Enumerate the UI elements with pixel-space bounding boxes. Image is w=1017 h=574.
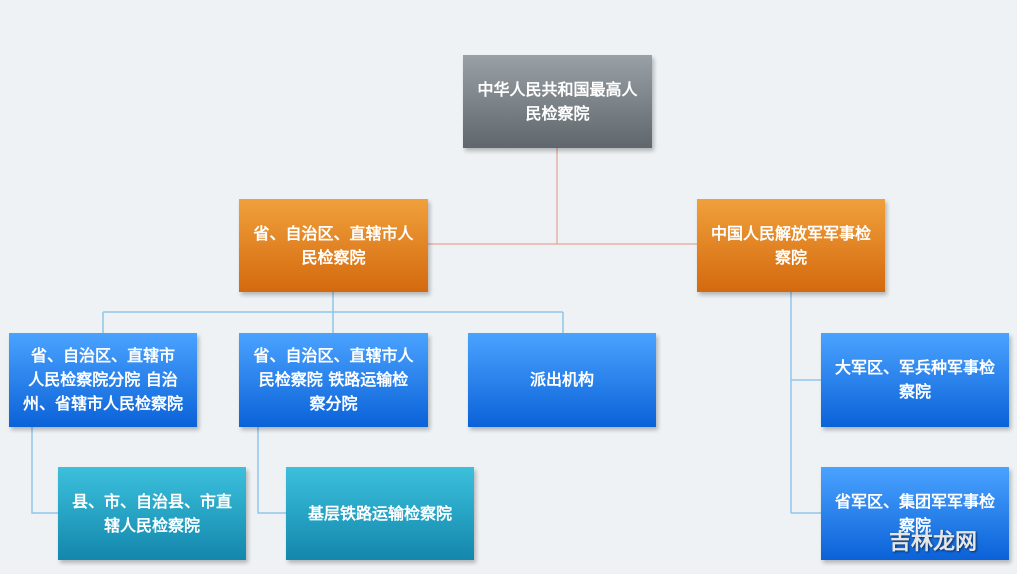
node-grassroots-railway: 基层铁路运输检察院 xyxy=(286,467,474,560)
root-connectors xyxy=(428,148,697,245)
level3-connectors xyxy=(31,427,286,514)
node-county-procuratorate: 县、市、自治县、市直 辖人民检察院 xyxy=(58,467,246,560)
node-provincial-branch: 省、自治区、直辖市 人民检察院分院 自治 州、省辖市人民检察院 xyxy=(9,333,197,427)
military-connectors xyxy=(790,292,821,514)
node-military-region: 大军区、军兵种军事检 察院 xyxy=(821,333,1009,427)
node-supreme-procuratorate: 中华人民共和国最高人 民检察院 xyxy=(463,55,652,148)
watermark: 吉林龙网 xyxy=(888,530,977,555)
provincial-connectors xyxy=(102,292,564,333)
node-dispatched-agencies: 派出机构 xyxy=(468,333,656,427)
node-provincial-procuratorate: 省、自治区、直辖市人 民检察院 xyxy=(239,199,428,292)
node-military-procuratorate: 中国人民解放军军事检 察院 xyxy=(697,199,885,292)
node-railway-branch: 省、自治区、直辖市人 民检察院 铁路运输检 察分院 xyxy=(239,333,428,427)
node-provincial-military: 省军区、集团军军事检 察院 xyxy=(821,467,1009,560)
